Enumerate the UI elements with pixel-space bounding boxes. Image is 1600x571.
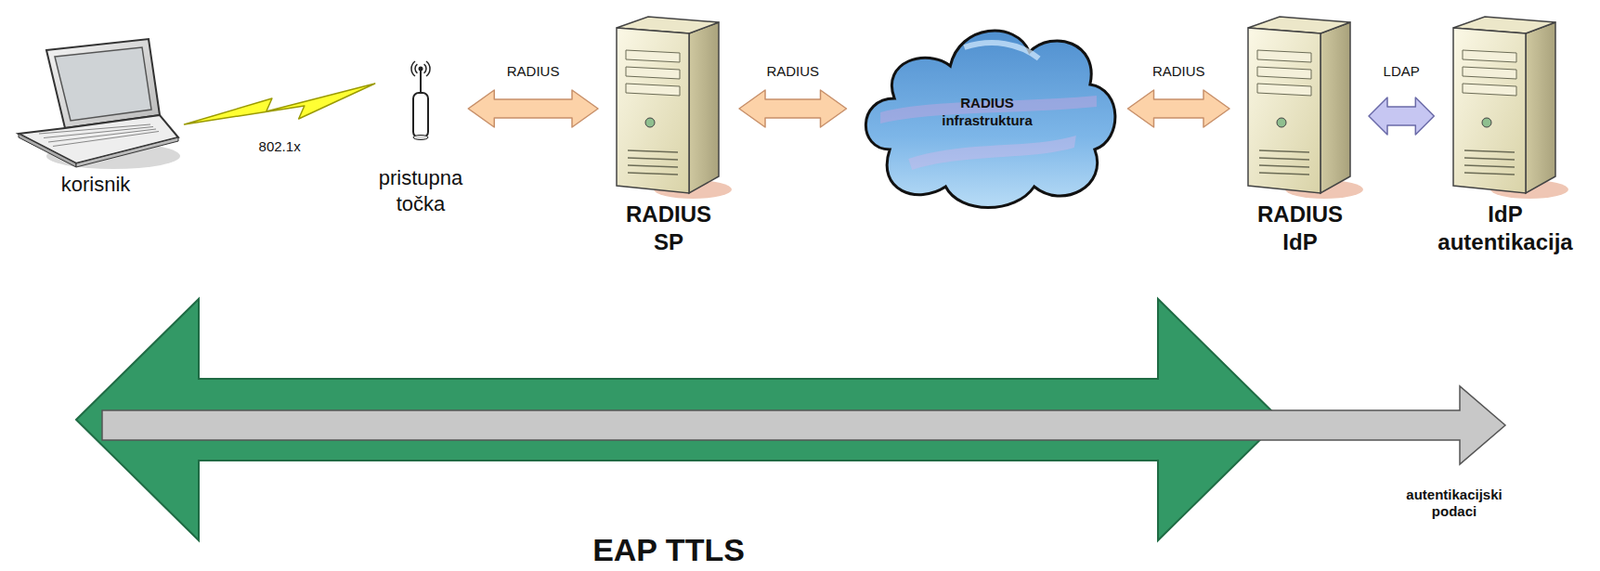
node-label: pristupna točka <box>378 165 464 217</box>
antenna-icon <box>402 57 440 166</box>
laptop-icon <box>11 37 182 172</box>
server-icon <box>1235 11 1366 201</box>
arrow-caption: autentikacijski podaci <box>1405 486 1502 521</box>
user-laptop: korisnik <box>11 37 182 198</box>
edge-label: RADIUS <box>505 63 562 80</box>
protocol-arrow <box>1128 90 1231 128</box>
protocol-arrow <box>739 90 847 128</box>
server-icon <box>603 11 734 201</box>
edge-label: RADIUS <box>764 63 821 80</box>
node-label: IdP autentikacija <box>1437 200 1573 257</box>
wireless-link <box>184 83 376 125</box>
protocol-arrow <box>1368 97 1434 135</box>
access-point: pristupna točka <box>378 57 464 217</box>
auth-server: IdP autentikacija <box>1437 11 1573 257</box>
node-label: RADIUS infrastruktura <box>941 94 1033 131</box>
radius-cloud: RADIUS infrastruktura <box>852 10 1123 215</box>
protocol-label: EAP TTLS <box>592 531 745 570</box>
edge-label: LDAP <box>1381 63 1422 80</box>
auth-data-arrow <box>102 386 1506 465</box>
node-label: korisnik <box>61 171 131 198</box>
radius-server: RADIUS SP <box>603 11 734 257</box>
server-icon <box>1440 11 1571 201</box>
radius-server: RADIUS IdP <box>1235 11 1366 257</box>
node-label: RADIUS IdP <box>1257 200 1343 257</box>
edge-label: RADIUS <box>1150 63 1208 80</box>
protocol-arrow <box>468 90 599 128</box>
node-label: RADIUS SP <box>625 200 712 257</box>
edge-label: 802.1x <box>257 138 303 156</box>
